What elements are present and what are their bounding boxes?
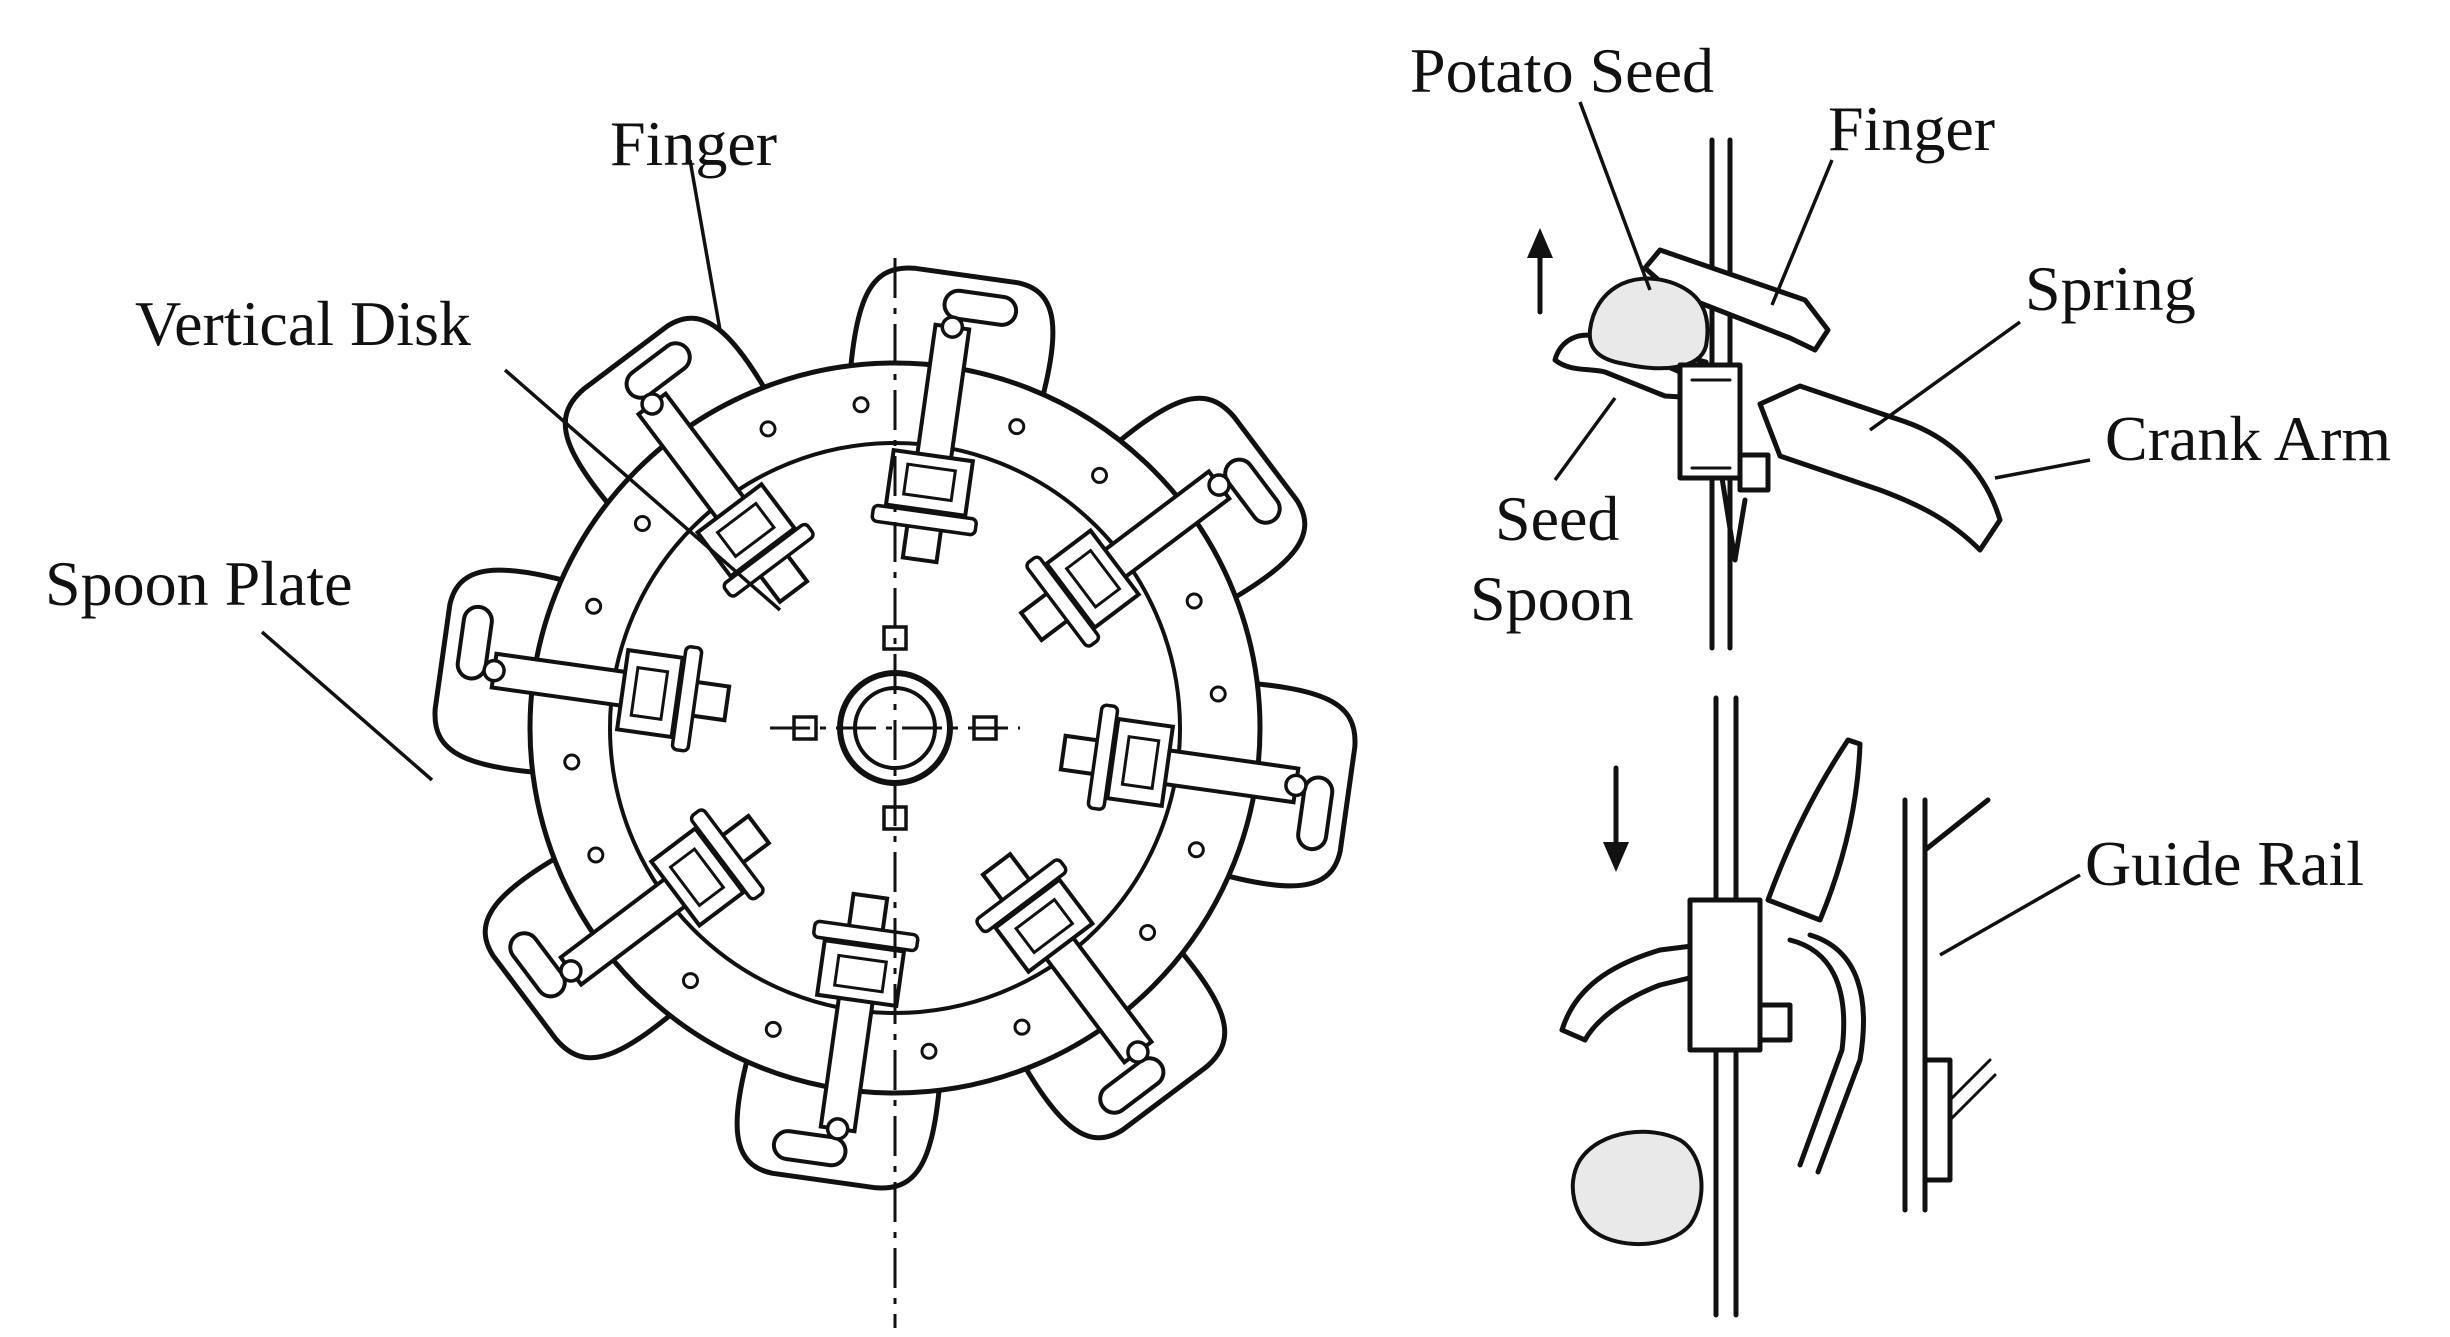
- finger-arm: [635, 390, 815, 605]
- finger-crossbar: [870, 503, 978, 537]
- finger-arm: [870, 315, 978, 565]
- bracket-bottom: [1687, 897, 1763, 1053]
- leader-potato-seed: [1578, 101, 1652, 291]
- finger-pivot: [640, 392, 664, 416]
- potato-seed-dropped: [1570, 1129, 1704, 1247]
- release-position-detail: [1559, 695, 1997, 1318]
- leader-lines: [260, 101, 2091, 957]
- leader-guide-rail: [1939, 873, 2081, 957]
- label-spoon-plate: Spoon Plate: [45, 548, 353, 619]
- finger-crossbar: [975, 858, 1068, 934]
- mount-hole: [633, 514, 651, 532]
- up-arrow: [1527, 228, 1553, 315]
- label-spring: Spring: [2025, 253, 2196, 324]
- finger-pivot: [1126, 1040, 1150, 1064]
- label-guide-rail: Guide Rail: [2085, 828, 2364, 899]
- leader-finger-left: [688, 159, 722, 331]
- guide-rail-mount: [1948, 1058, 1997, 1122]
- seed-spoon-slot: [455, 604, 494, 681]
- label-spoon: Spoon: [1470, 563, 1634, 634]
- finger-crossbar: [670, 645, 704, 753]
- finger-arms: [482, 315, 1308, 1141]
- mount-hole: [1139, 924, 1157, 942]
- rod-pointer-top: [1719, 475, 1748, 563]
- mount-hole: [920, 1042, 938, 1060]
- seed-spoon-slot: [508, 931, 567, 999]
- seed-spoon-slot: [1223, 457, 1282, 525]
- finger-pivot: [940, 315, 965, 339]
- finger-blade-bottom: [1765, 737, 1863, 923]
- finger-bracket: [883, 447, 976, 518]
- finger-crossbar: [722, 522, 815, 598]
- mount-hole: [1187, 841, 1205, 859]
- disk-hub: [770, 258, 1020, 1328]
- finger-arm: [1018, 468, 1233, 648]
- bolt-bottom: [1757, 1002, 1793, 1043]
- crank-arm-top: [1757, 383, 2003, 553]
- mount-hole: [764, 1020, 782, 1038]
- mount-hole: [563, 753, 581, 771]
- finger-pivot: [1207, 473, 1231, 497]
- mount-hole: [1209, 685, 1227, 703]
- leader-vertical-disk: [503, 368, 782, 612]
- finger-crossbar: [689, 808, 765, 901]
- finger-bracket: [648, 825, 747, 929]
- leader-seed-spoon: [1553, 396, 1617, 482]
- finger-bracket: [1043, 527, 1142, 631]
- label-finger-left: Finger: [610, 108, 777, 179]
- bracket-top-detail: [1690, 378, 1732, 470]
- seed-spoon-slot: [771, 1129, 848, 1168]
- finger-crossbar: [812, 919, 920, 953]
- bracket-top: [1677, 362, 1743, 481]
- mount-hole: [852, 396, 870, 414]
- mount-hole: [681, 972, 699, 990]
- finger-bracket: [992, 876, 1096, 975]
- mount-hole: [585, 597, 603, 615]
- vertical-disk-assembly: [432, 258, 1358, 1328]
- mount-hole: [1091, 466, 1109, 484]
- finger-arm: [482, 645, 732, 753]
- mount-hole: [1013, 1018, 1031, 1036]
- label-vertical-disk: Vertical Disk: [135, 288, 471, 359]
- leader-crank-arm: [1994, 458, 2091, 480]
- finger-arm: [1058, 703, 1308, 811]
- label-potato-seed: Potato Seed: [1410, 35, 1714, 106]
- mount-hole: [1185, 592, 1203, 610]
- potato-seed-top: [1587, 276, 1710, 371]
- finger-pivot: [559, 959, 583, 983]
- finger-arm: [557, 808, 772, 988]
- mount-hole: [1008, 418, 1026, 436]
- label-finger-right: Finger: [1828, 93, 1995, 164]
- finger-pivot: [482, 658, 506, 683]
- finger-arm: [975, 851, 1155, 1066]
- finger-crossbar: [1025, 555, 1101, 648]
- guide-rail-bracket: [1922, 1057, 1953, 1183]
- mount-hole: [759, 420, 777, 438]
- seed-spoon-slot: [1296, 775, 1335, 852]
- leader-spoon-plate: [260, 630, 434, 782]
- leader-spring: [1868, 320, 2022, 432]
- finger-crossbar: [1086, 703, 1120, 811]
- seed-spoon-slot: [1098, 1056, 1166, 1115]
- finger-bracket: [1105, 716, 1176, 809]
- finger-pivot: [825, 1117, 850, 1141]
- seed-spoon-slot: [942, 288, 1019, 327]
- finger-bracket: [614, 647, 685, 740]
- pickup-position-detail: [1527, 137, 2003, 651]
- label-seed: Seed: [1495, 483, 1619, 554]
- bolt-top: [1737, 452, 1771, 493]
- finger-arm: [812, 891, 920, 1141]
- finger-pivot: [1284, 773, 1308, 798]
- mount-hole: [587, 846, 605, 864]
- down-arrow: [1603, 765, 1629, 872]
- seed-spoon-slot: [624, 341, 692, 400]
- seed-spoon-bottom: [1559, 942, 1705, 1043]
- finger-bracket: [814, 938, 907, 1009]
- label-crank-arm: Crank Arm: [2105, 403, 2391, 474]
- leader-finger-right: [1770, 159, 1834, 306]
- crank-arm-bottom: [1787, 932, 1866, 1175]
